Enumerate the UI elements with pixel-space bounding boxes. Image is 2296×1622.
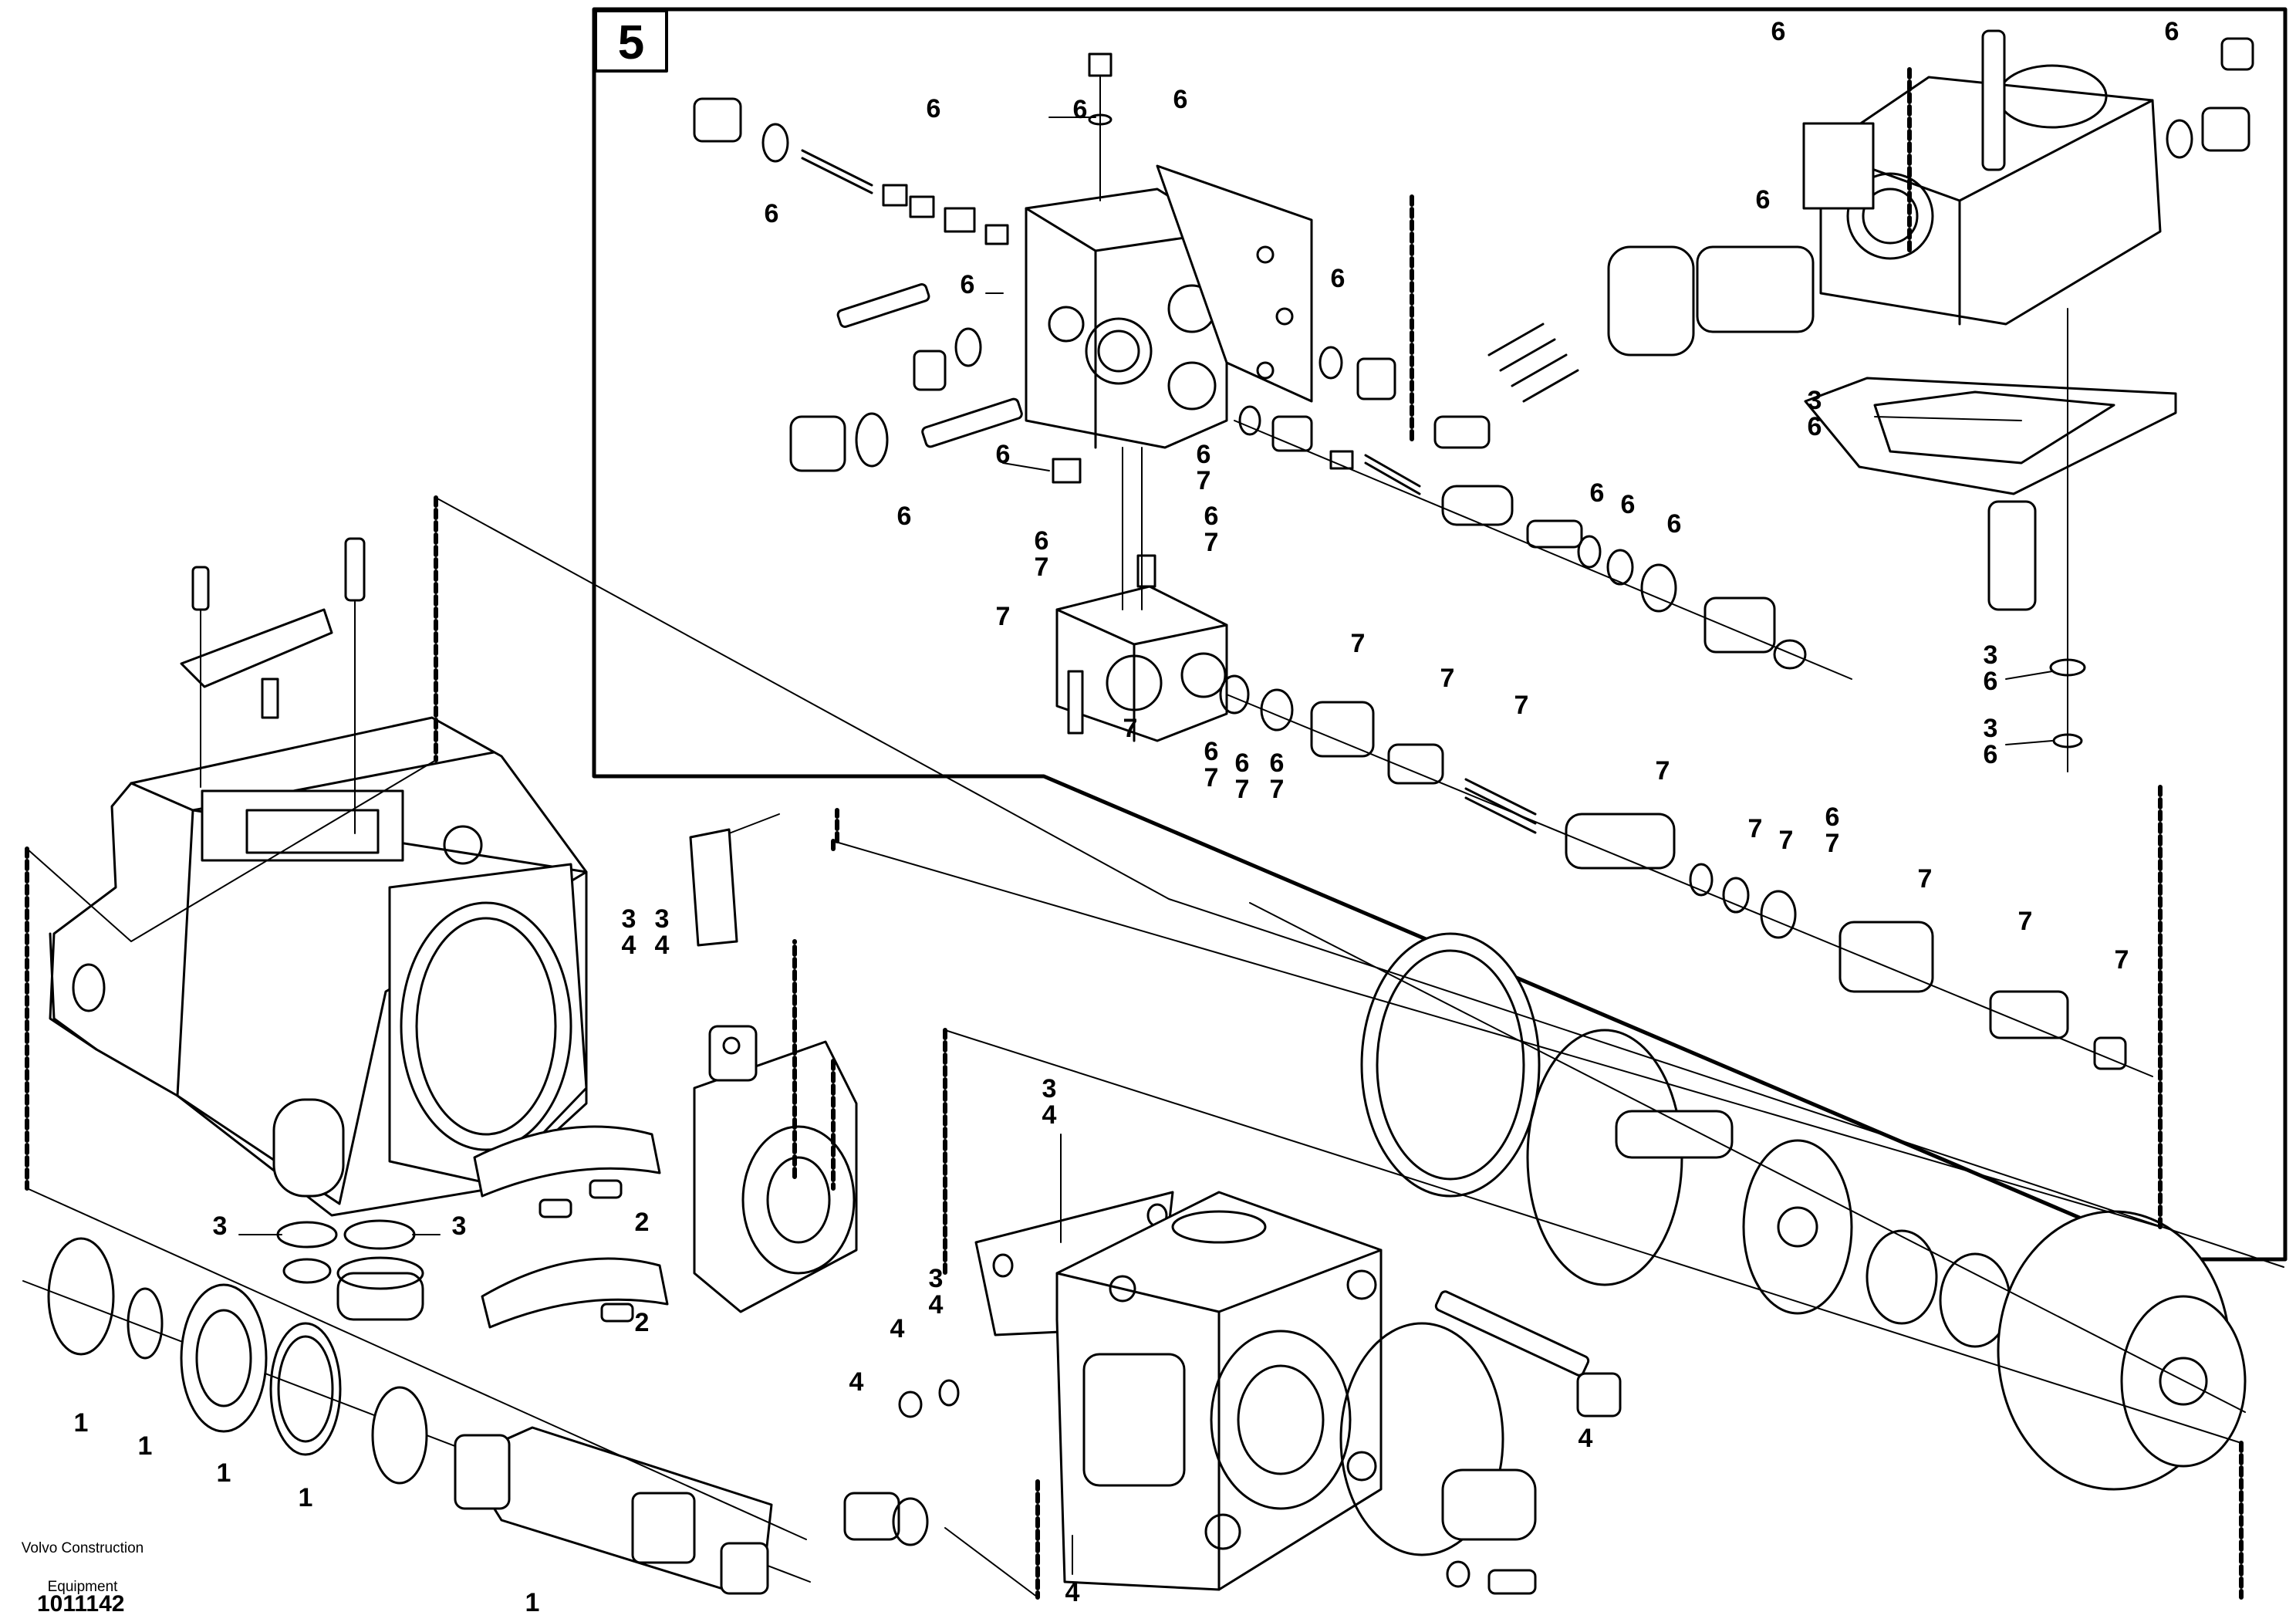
callout-c15-line-1: 6 (1235, 748, 1250, 778)
callout-c46-line-1: 4 (1578, 1424, 1593, 1453)
callout-c09-line-1: 6 (1197, 440, 1211, 469)
callout-c44-line-1: 4 (890, 1314, 905, 1343)
callout-c33-line-1: 7 (1918, 864, 1933, 894)
callout-c24-line-1: 6 (1590, 478, 1605, 508)
callout-c30-line-1: 6 (1825, 803, 1840, 832)
drive-shaft-assembly (22, 1237, 811, 1595)
callout-c40-line-1: 2 (635, 1208, 650, 1237)
swash-plate-bearings (473, 1125, 669, 1329)
callout-c20-line-1: 6 (1771, 17, 1786, 46)
callout-c52-line-1: 1 (525, 1588, 540, 1617)
callout-c48-line-1: 1 (74, 1408, 89, 1438)
callout-c31-line-1: 7 (1748, 814, 1763, 843)
callout-c25-line-1: 6 (1621, 490, 1636, 519)
callout-c10-line-2: 7 (1035, 552, 1049, 582)
callout-c43-line-1: 3 (929, 1264, 944, 1293)
compensator-housing (1433, 29, 2254, 772)
callout-c17-line-1: 7 (1351, 629, 1366, 658)
callout-c42-line-2: 4 (1042, 1100, 1057, 1130)
callout-c22-line-1: 6 (1756, 185, 1771, 215)
callout-c51-line-1: 1 (299, 1483, 313, 1512)
callout-c23-line-1: 3 (1808, 386, 1822, 415)
secondary-valve-block (1052, 447, 2153, 1077)
callout-c43-line-2: 4 (929, 1290, 944, 1320)
callout-c29-line-1: 7 (1656, 756, 1670, 786)
callout-c49-line-1: 1 (138, 1431, 153, 1461)
callout-c03-line-1: 6 (1173, 85, 1188, 114)
callout-c05-line-1: 6 (961, 270, 975, 299)
callout-c21-line-1: 6 (2165, 17, 2180, 46)
callout-c36-line-1: 3 (622, 904, 636, 934)
callout-c08-line-1: 6 (996, 440, 1011, 469)
callout-c32-line-1: 7 (1779, 826, 1794, 855)
callout-c23-line-2: 6 (1808, 412, 1822, 441)
pump-end-block (843, 1191, 1622, 1595)
callout-c42-line-1: 3 (1042, 1074, 1057, 1103)
credit-line-2: Equipment (47, 1579, 118, 1595)
callout-c28-line-1: 3 (1984, 714, 1998, 743)
callout-c28-line-2: 6 (1984, 740, 1998, 769)
callout-c18-line-1: 7 (1440, 664, 1455, 693)
callout-c15-line-2: 7 (1235, 775, 1250, 804)
callout-c14-line-2: 7 (1204, 763, 1219, 792)
leader-lines (238, 117, 2053, 1575)
callout-c47-line-1: 4 (1065, 1578, 1080, 1607)
rotating-group (1249, 902, 2247, 1491)
control-cover (693, 1025, 858, 1313)
pump-housing (49, 537, 780, 1217)
housing-seals (276, 1219, 424, 1321)
callout-c34-line-1: 7 (2018, 907, 2033, 936)
callout-c50-line-1: 1 (217, 1458, 231, 1488)
callout-c38-line-1: 3 (213, 1211, 228, 1241)
callout-c10-line-1: 6 (1035, 526, 1049, 556)
inset-number-label: 5 (618, 16, 644, 69)
callout-c16-line-1: 6 (1270, 748, 1285, 778)
callout-c14-line-1: 6 (1204, 737, 1219, 766)
control-valve-block (693, 52, 1852, 680)
callout-c07-line-1: 6 (897, 502, 912, 531)
callout-c39-line-1: 3 (452, 1211, 467, 1241)
document-number: 1011142 (37, 1591, 125, 1617)
callout-c02-line-1: 6 (1073, 95, 1088, 124)
callout-c16-line-2: 7 (1270, 775, 1285, 804)
credit-line-1: Volvo Construction (21, 1540, 144, 1556)
callout-c45-line-1: 4 (849, 1367, 864, 1397)
callout-c11-line-1: 6 (1204, 502, 1219, 531)
callout-c41-line-1: 2 (635, 1308, 650, 1337)
callout-c27-line-1: 3 (1984, 640, 1998, 670)
callout-c11-line-2: 7 (1204, 528, 1219, 557)
callout-c36-line-2: 4 (622, 931, 636, 960)
callout-c01-line-1: 6 (927, 94, 941, 123)
callout-c37-line-2: 4 (655, 931, 670, 960)
callout-c26-line-1: 6 (1667, 509, 1682, 539)
callout-c30-line-2: 7 (1825, 829, 1840, 858)
callout-c27-line-2: 6 (1984, 667, 1998, 696)
callout-c12-line-1: 7 (996, 602, 1011, 631)
callout-c04-line-1: 6 (765, 199, 779, 228)
callout-c35-line-1: 7 (2115, 945, 2129, 975)
callout-c13-line-1: 7 (1123, 714, 1138, 743)
callout-c37-line-1: 3 (655, 904, 670, 934)
callout-c19-line-1: 7 (1514, 691, 1529, 720)
assembly-guide-lines (26, 497, 2284, 1598)
callout-c09-line-2: 7 (1197, 466, 1211, 495)
callout-c06-line-1: 6 (1331, 264, 1346, 293)
assembly-dashed-guides (25, 67, 2244, 1600)
